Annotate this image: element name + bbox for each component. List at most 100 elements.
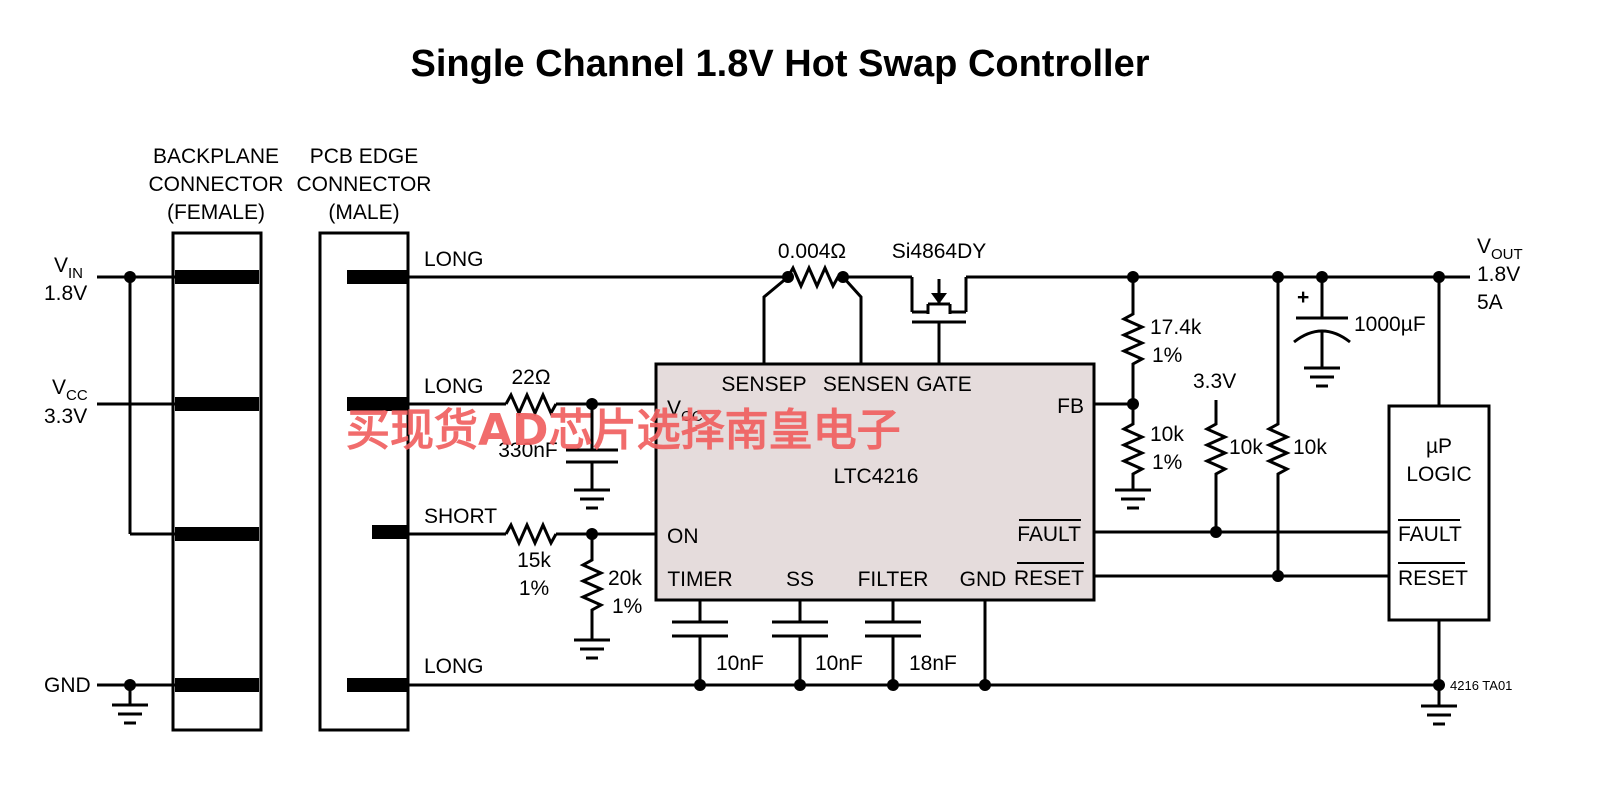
vin-main: V	[54, 254, 68, 277]
resistor-20k	[574, 534, 610, 660]
vout-current: 5A	[1477, 291, 1503, 314]
pullup-supply-label: 3.3V	[1193, 370, 1236, 393]
pin-label-long: LONG	[424, 375, 484, 398]
capacitor-1000uf	[1293, 277, 1351, 388]
r-vcc-value: 22Ω	[511, 366, 550, 389]
junction-dot	[1433, 679, 1445, 691]
ic-pin-reset: RESET	[1014, 567, 1084, 590]
vcc-input-label: VCC 3.3V	[44, 376, 88, 428]
c-timer-value: 10nF	[716, 652, 764, 675]
pcb-edge-connector	[318, 231, 410, 732]
ic-pin-sensep: SENSEP	[721, 373, 806, 396]
backplane-label-line: CONNECTOR	[149, 173, 284, 196]
ic-pin-filter: FILTER	[858, 568, 929, 591]
capacitor-filter	[865, 600, 921, 685]
mosfet-label: Si4864DY	[892, 240, 987, 263]
junction-dot	[887, 679, 899, 691]
ic-pin-on: ON	[667, 525, 699, 548]
vout-label: VOUT 1.8V 5A	[1477, 235, 1523, 314]
r-on-tolerance: 1%	[519, 577, 549, 600]
ic-pin-fault: FAULT	[1017, 523, 1081, 546]
capacitor-330nf	[566, 404, 618, 510]
pin-label-long: LONG	[424, 655, 484, 678]
c-out-polarity: +	[1297, 286, 1309, 309]
pin-label-long: LONG	[424, 248, 484, 271]
junction-dot	[1210, 526, 1222, 538]
logic-label-line2: LOGIC	[1406, 463, 1471, 486]
vin-value: 1.8V	[44, 282, 87, 305]
junction-dot	[794, 679, 806, 691]
vcc-sub: CC	[66, 387, 88, 404]
junction-dot	[124, 679, 136, 691]
c-ss-value: 10nF	[815, 652, 863, 675]
r-on-gnd-value: 20k	[608, 567, 642, 590]
r-fb-bot-tolerance: 1%	[1152, 451, 1182, 474]
r-on-gnd-tolerance: 1%	[612, 595, 642, 618]
pcb-edge-label-line: PCB EDGE	[310, 145, 419, 168]
resistor-17k4	[1120, 277, 1146, 404]
sense-resistor-value: 0.004Ω	[778, 240, 846, 263]
resistor-15k	[504, 521, 558, 547]
logic-pin-fault: FAULT	[1398, 523, 1462, 546]
svg-text:VIN: VIN	[54, 254, 83, 282]
pin-label-short: SHORT	[424, 505, 497, 528]
r-fb-top-value: 17.4k	[1150, 316, 1202, 339]
ic-pin-gnd: GND	[960, 568, 1007, 591]
vin-label: VIN 1.8V	[44, 254, 87, 305]
vout-main: V	[1477, 235, 1491, 258]
vout-voltage: 1.8V	[1477, 263, 1520, 286]
ground-symbol	[1421, 704, 1457, 726]
input-wiring	[97, 271, 175, 705]
vcc-value: 3.3V	[44, 405, 87, 428]
ic-pin-fb: FB	[1057, 395, 1084, 418]
ground-symbol	[112, 703, 148, 725]
logic-pin-reset: RESET	[1398, 567, 1468, 590]
pcb-edge-connector-label: PCB EDGE CONNECTOR (MALE)	[297, 145, 432, 224]
figure-id: 4216 TA01	[1450, 678, 1512, 693]
junction-dot	[694, 679, 706, 691]
junction-dot	[1272, 570, 1284, 582]
ic-vcc-sub: CC	[681, 408, 703, 425]
svg-text:VOUT: VOUT	[1477, 235, 1523, 263]
junction-dot	[124, 271, 136, 283]
c-filter-value: 18nF	[909, 652, 957, 675]
capacitor-timer	[672, 600, 728, 685]
resistor-10k-pullup-fault	[1203, 400, 1229, 532]
resistor-22ohm	[504, 391, 558, 417]
logic-label-line1: µP	[1426, 435, 1452, 458]
c-vcc-value: 330nF	[498, 439, 558, 462]
sense-resistor	[786, 264, 843, 290]
ltc4216-ic	[654, 362, 1096, 602]
watermark-text: 买现货AD芯片选择南皇电子	[346, 405, 901, 456]
backplane-label-line: (FEMALE)	[167, 201, 265, 224]
ic-pin-gate: GATE	[916, 373, 972, 396]
page-title: Single Channel 1.8V Hot Swap Controller	[411, 43, 1150, 85]
backplane-label-line: BACKPLANE	[153, 145, 279, 168]
r-on-value: 15k	[517, 549, 551, 572]
mosfet-si4864dy	[910, 277, 968, 364]
ic-vcc-main: V	[667, 397, 681, 420]
r-fb-top-tolerance: 1%	[1152, 344, 1182, 367]
capacitor-ss	[772, 600, 828, 685]
pcb-edge-label-line: (MALE)	[328, 201, 399, 224]
resistor-10k-fb	[1115, 404, 1151, 510]
vin-sub: IN	[68, 265, 83, 282]
gnd-input-label: GND	[44, 674, 91, 697]
backplane-connector	[171, 231, 263, 732]
c-out-value: 1000µF	[1354, 313, 1426, 336]
junction-dot	[979, 679, 991, 691]
r-fb-bot-value: 10k	[1150, 423, 1184, 446]
ic-pin-sensen: SENSEN	[823, 373, 909, 396]
backplane-connector-label: BACKPLANE CONNECTOR (FEMALE)	[149, 145, 284, 224]
r-pullup-2-value: 10k	[1293, 436, 1327, 459]
resistor-10k-pullup-reset	[1265, 277, 1291, 576]
ic-name: LTC4216	[834, 465, 919, 488]
ic-pin-vcc: VCC	[667, 397, 703, 425]
vcc-main: V	[52, 376, 66, 399]
ic-pin-timer: TIMER	[667, 568, 732, 591]
svg-text:VCC: VCC	[52, 376, 88, 404]
r-pullup-1-value: 10k	[1229, 436, 1263, 459]
pcb-edge-label-line: CONNECTOR	[297, 173, 432, 196]
vout-sub: OUT	[1491, 246, 1523, 263]
